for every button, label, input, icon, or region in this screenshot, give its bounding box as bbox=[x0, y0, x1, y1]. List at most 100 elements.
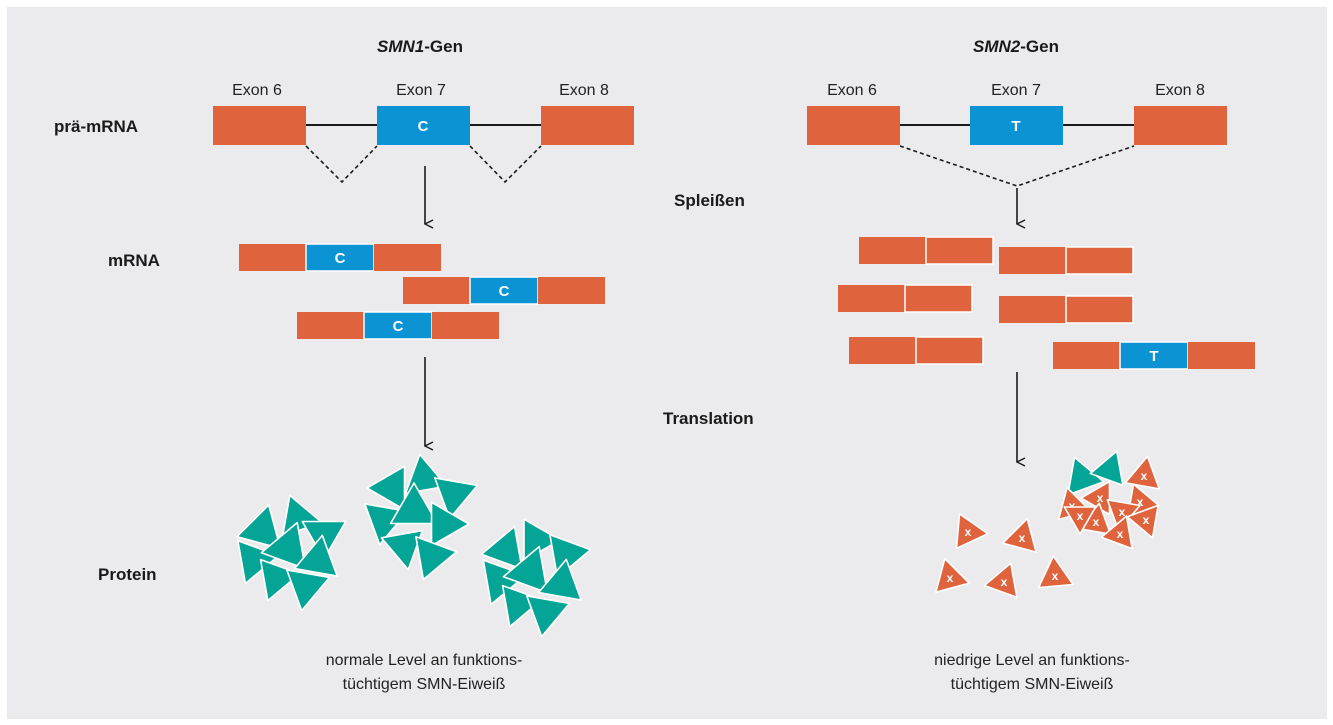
smn2-exon7-base: T bbox=[1011, 118, 1020, 135]
mrna-exon6-segment bbox=[297, 312, 364, 339]
mrna-exon8-segment bbox=[1065, 295, 1134, 324]
protein-triangle-defective: x bbox=[983, 562, 1018, 599]
protein-triangle bbox=[285, 569, 331, 612]
defect-mark: x bbox=[1119, 505, 1126, 519]
protein-triangle-healthy bbox=[501, 584, 543, 628]
defect-mark: x bbox=[1097, 491, 1104, 505]
smn1-pre-mrna: C bbox=[213, 106, 634, 184]
protein-triangle-healthy bbox=[502, 545, 549, 594]
mrna-exon8-segment bbox=[374, 244, 441, 271]
smn1-exon6-box bbox=[213, 106, 306, 145]
protein-triangle-healthy bbox=[1067, 456, 1105, 496]
protein-triangle-healthy bbox=[380, 529, 424, 571]
smn1-exon7-label: Exon 7 bbox=[396, 82, 446, 99]
protein-triangle-defective: x bbox=[1063, 506, 1097, 535]
protein-triangle bbox=[955, 513, 989, 550]
smn2-skipped-mrna bbox=[838, 284, 973, 313]
protein-triangle bbox=[293, 534, 339, 577]
smn2-title-italic: SMN2 bbox=[973, 37, 1021, 56]
defect-mark: x bbox=[1137, 495, 1144, 509]
defect-mark: x bbox=[1143, 513, 1150, 527]
smn1-caption-line-1: normale Level an funktions- bbox=[326, 652, 523, 669]
smn1-mrna-strand: C bbox=[297, 311, 499, 340]
smn2-skipped-mrna bbox=[999, 295, 1134, 324]
smn2-caption-line-1: niedrige Level an funktions- bbox=[934, 652, 1130, 669]
protein-triangle bbox=[1126, 504, 1159, 539]
smn2-exon6-box bbox=[807, 106, 900, 145]
defect-mark: x bbox=[1141, 469, 1148, 483]
mrna-exon7-base: C bbox=[393, 318, 404, 335]
diagram-panel: SMN1-Gen SMN2-Gen Exon 6 Exon 7 Exon 8 E… bbox=[7, 7, 1327, 719]
protein-triangle bbox=[525, 595, 571, 638]
protein-triangle-healthy bbox=[293, 534, 339, 577]
defect-mark: x bbox=[1001, 575, 1008, 589]
mrna-exon7-base: C bbox=[499, 283, 510, 300]
smn1-exon6-label: Exon 6 bbox=[232, 82, 282, 99]
protein-triangle-healthy bbox=[260, 521, 307, 570]
smn1-exon7-box bbox=[377, 106, 470, 145]
smn2-exon7-label: Exon 7 bbox=[991, 82, 1041, 99]
defect-mark: x bbox=[1069, 499, 1076, 513]
protein-triangle bbox=[1089, 450, 1124, 487]
smn1-exon8-box bbox=[541, 106, 634, 145]
mrna-exon6-segment bbox=[999, 296, 1066, 323]
mrna-exon8-segment bbox=[904, 284, 973, 313]
protein-triangle-healthy bbox=[366, 465, 406, 511]
smn1-protein-clusters bbox=[236, 453, 592, 638]
defect-mark: x bbox=[1117, 527, 1124, 541]
protein-triangle bbox=[415, 535, 458, 581]
row-label-protein: Protein bbox=[98, 565, 157, 584]
mrna-exon8-segment bbox=[432, 312, 499, 339]
protein-triangle bbox=[389, 482, 439, 525]
smn2-pre-mrna: T bbox=[807, 106, 1227, 187]
protein-triangle-healthy bbox=[480, 525, 523, 571]
protein-triangle-defective: x bbox=[1037, 555, 1074, 589]
smn2-exon8-label: Exon 8 bbox=[1155, 82, 1205, 99]
mrna-exon8-segment bbox=[915, 336, 984, 365]
protein-triangle bbox=[259, 558, 301, 602]
smn1-exon7-base: C bbox=[418, 118, 429, 135]
smn2-title-suffix: -Gen bbox=[1020, 37, 1059, 56]
mrna-exon8-segment bbox=[1188, 342, 1255, 369]
protein-triangle-healthy bbox=[389, 482, 439, 525]
smn2-exon-skip-junction bbox=[899, 145, 1135, 187]
protein-triangle bbox=[380, 529, 424, 571]
protein-triangle bbox=[1037, 555, 1074, 589]
protein-triangle bbox=[236, 504, 282, 550]
protein-triangle-defective: x bbox=[1124, 455, 1161, 490]
defect-mark: x bbox=[1052, 569, 1059, 583]
smn1-caption-line-2: tüchtigem SMN-Eiweiß bbox=[343, 676, 506, 693]
protein-triangle-healthy bbox=[236, 504, 282, 550]
protein-triangle bbox=[366, 465, 406, 511]
smn2-exon8-box bbox=[1134, 106, 1227, 145]
defect-mark: x bbox=[1077, 509, 1084, 523]
smn1-splice-junction-1 bbox=[305, 145, 378, 184]
protein-triangle-healthy bbox=[415, 535, 458, 581]
row-label-pre-mrna: prä-mRNA bbox=[54, 117, 138, 136]
protein-triangle bbox=[260, 521, 307, 570]
protein-triangle bbox=[1100, 515, 1133, 550]
protein-triangle bbox=[502, 545, 549, 594]
smn1-splice-junction-2 bbox=[469, 145, 542, 184]
smn2-skipped-mrna bbox=[849, 336, 984, 365]
protein-triangle bbox=[501, 584, 543, 628]
defect-mark: x bbox=[965, 525, 972, 539]
smn2-exon6-label: Exon 6 bbox=[827, 82, 877, 99]
protein-triangle-healthy bbox=[433, 477, 479, 520]
smn1-mrna-strand: C bbox=[239, 243, 441, 272]
protein-triangle-healthy bbox=[525, 595, 571, 638]
protein-triangle bbox=[430, 501, 470, 547]
mrna-exon7-base: T bbox=[1149, 348, 1158, 365]
smn2-full-mrna: T bbox=[1053, 341, 1255, 370]
smn2-exon7-box bbox=[970, 106, 1063, 145]
smn2-caption-line-2: tüchtigem SMN-Eiweiß bbox=[951, 676, 1114, 693]
smn2-skipped-mrna bbox=[999, 246, 1134, 275]
protein-triangle-defective: x bbox=[935, 557, 971, 593]
smn1-exon8-label: Exon 8 bbox=[559, 82, 609, 99]
mrna-exon6-segment bbox=[838, 285, 905, 312]
protein-triangle bbox=[523, 518, 561, 562]
mrna-exon7-base: C bbox=[335, 250, 346, 267]
smn1-title-suffix: -Gen bbox=[424, 37, 463, 56]
protein-triangle bbox=[480, 525, 523, 571]
protein-triangle-healthy bbox=[430, 501, 470, 547]
